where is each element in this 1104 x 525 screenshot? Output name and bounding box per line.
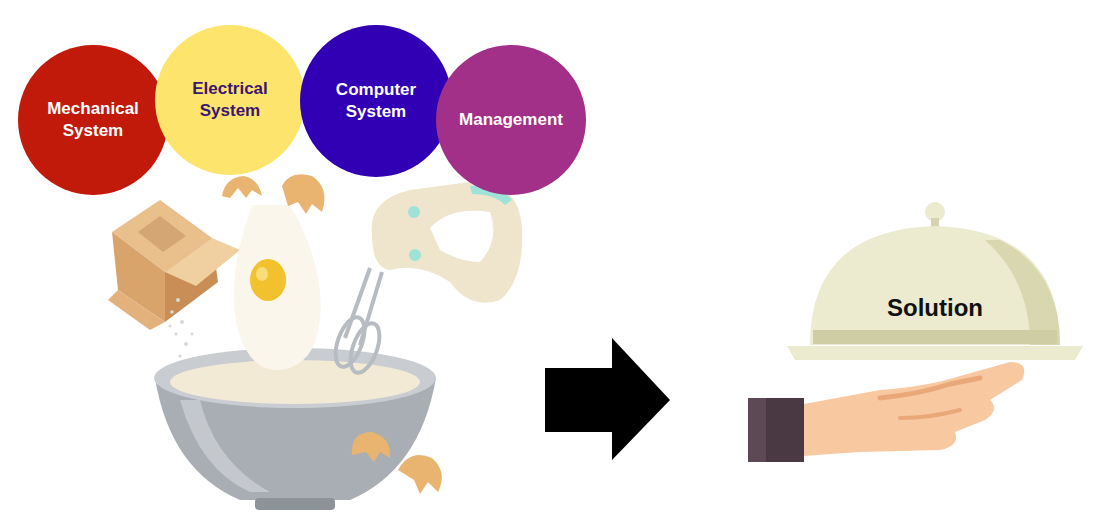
hand-mixer (330, 182, 522, 377)
serving-hand (748, 362, 1024, 462)
mechanical-circle: Mechanical System (18, 45, 168, 195)
egg (234, 205, 321, 370)
flour-dust (169, 298, 194, 366)
node-label: Management (459, 109, 563, 131)
mixing-bowl (154, 348, 436, 510)
node-label: Solution (887, 292, 983, 323)
node-label: Mechanical System (34, 98, 152, 142)
management-circle: Management (436, 45, 586, 195)
node-label: Electrical System (171, 78, 289, 122)
electrical-circle: Electrical System (155, 25, 305, 175)
node-label: Computer System (317, 79, 435, 123)
cloche-shape (785, 200, 1085, 365)
cloche-dome: Solution (785, 200, 1085, 365)
computer-circle: Computer System (300, 25, 452, 177)
flour-box (108, 200, 240, 330)
flow-arrow (545, 338, 670, 460)
